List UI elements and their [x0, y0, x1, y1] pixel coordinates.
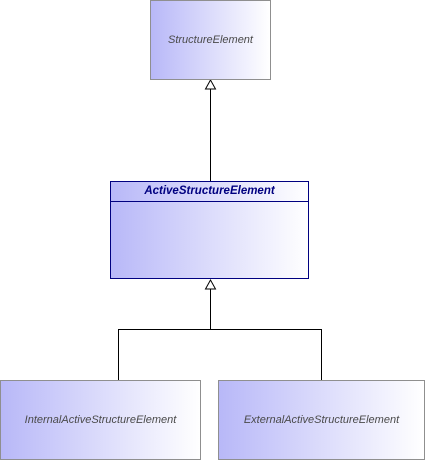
class-box-focus[interactable]: ActiveStructureElement	[110, 181, 309, 279]
generalization-arrowhead-parent	[204, 78, 217, 90]
class-box-child-external[interactable]: ExternalActiveStructureElement	[218, 380, 425, 460]
class-box-child-internal[interactable]: InternalActiveStructureElement	[0, 380, 201, 460]
class-name-child-external: ExternalActiveStructureElement	[243, 414, 400, 426]
class-name-parent: StructureElement	[168, 34, 253, 46]
class-box-parent[interactable]: StructureElement	[150, 0, 271, 80]
generalization-branch-children	[118, 329, 322, 380]
class-compartment-divider	[111, 201, 308, 202]
class-name-child-internal: InternalActiveStructureElement	[24, 414, 177, 426]
class-name-focus: ActiveStructureElement	[144, 185, 275, 197]
generalization-arrowhead-focus	[204, 278, 217, 290]
